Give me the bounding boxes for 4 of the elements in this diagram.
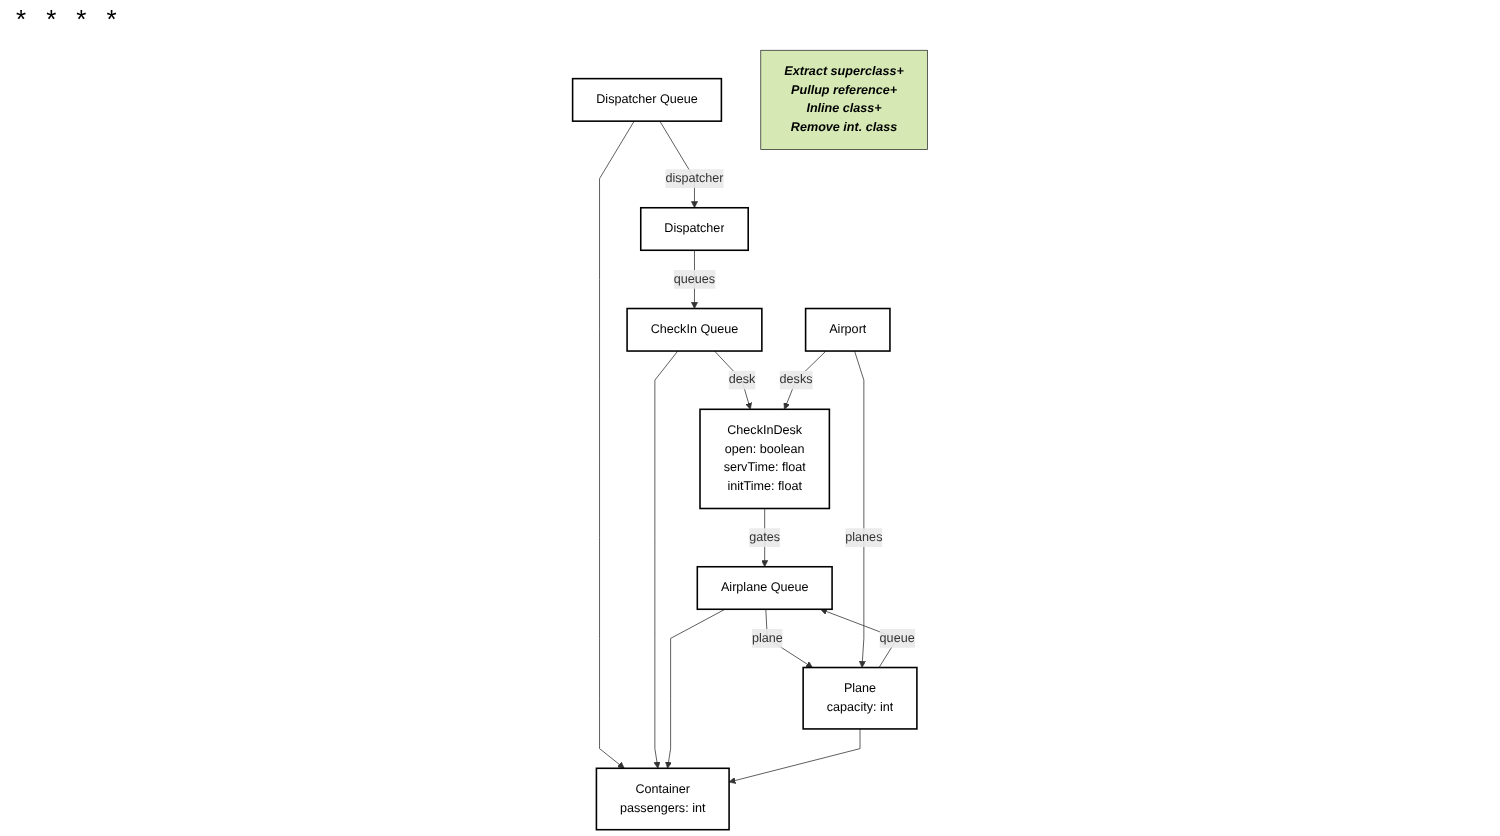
multiplicity-label: *: [106, 4, 117, 38]
multiplicity-label: *: [16, 4, 27, 38]
multiplicity-label: *: [76, 4, 87, 38]
multiplicity-label: *: [46, 4, 57, 38]
